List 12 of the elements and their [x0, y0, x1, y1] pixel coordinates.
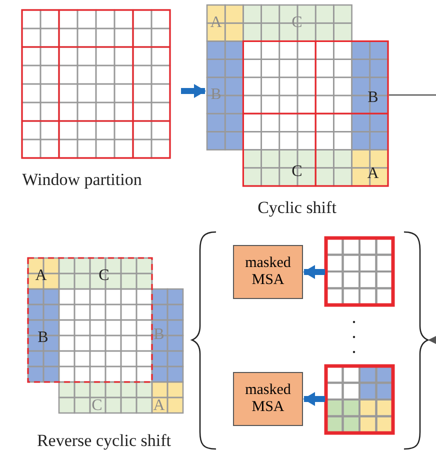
region-letter: A: [153, 398, 165, 414]
arrow: [181, 84, 206, 98]
figure-caption: Window partition: [22, 170, 142, 190]
process-box: masked MSA: [233, 372, 303, 426]
arrow: [428, 336, 436, 344]
region-letter: C: [92, 398, 102, 414]
figure-caption: Reverse cyclic shift: [36, 431, 172, 451]
figure-caption: Cyclic shift: [258, 198, 336, 218]
arrow: [303, 392, 325, 406]
arrow: [303, 265, 325, 279]
process-box: masked MSA: [233, 245, 303, 299]
connector-line: [389, 94, 436, 96]
